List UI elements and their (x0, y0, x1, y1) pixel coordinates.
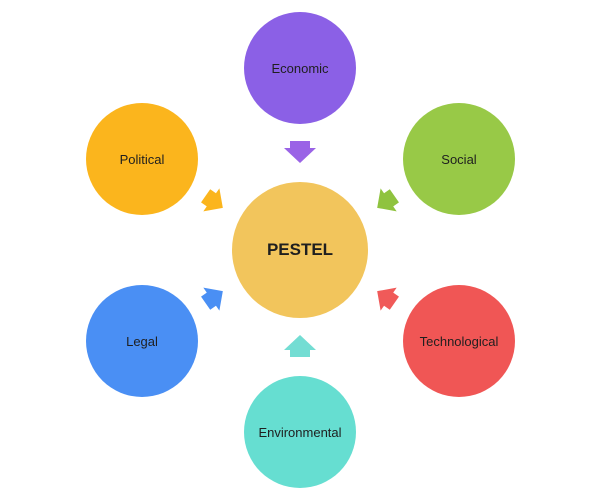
arrow-social (377, 188, 399, 212)
node-social: Social (403, 103, 515, 215)
node-legal: Legal (86, 285, 198, 397)
node-technological: Technological (403, 285, 515, 397)
arrow-technological (377, 287, 399, 311)
node-economic-label: Economic (271, 60, 329, 76)
node-social-label: Social (441, 151, 477, 167)
arrow-economic (284, 141, 316, 163)
node-environmental: Environmental (244, 376, 356, 488)
center-label: PESTEL (266, 240, 334, 259)
node-environmental-label: Environmental (258, 424, 342, 440)
node-political-label: Political (119, 151, 165, 167)
arrow-environmental (284, 335, 316, 357)
arrow-legal (201, 287, 223, 311)
node-technological-label: Technological (419, 333, 499, 349)
node-economic: Economic (244, 12, 356, 124)
arrow-political (201, 188, 223, 212)
node-legal-label: Legal (126, 333, 158, 349)
node-political: Political (86, 103, 198, 215)
center-node-pestel: PESTEL (232, 182, 368, 318)
